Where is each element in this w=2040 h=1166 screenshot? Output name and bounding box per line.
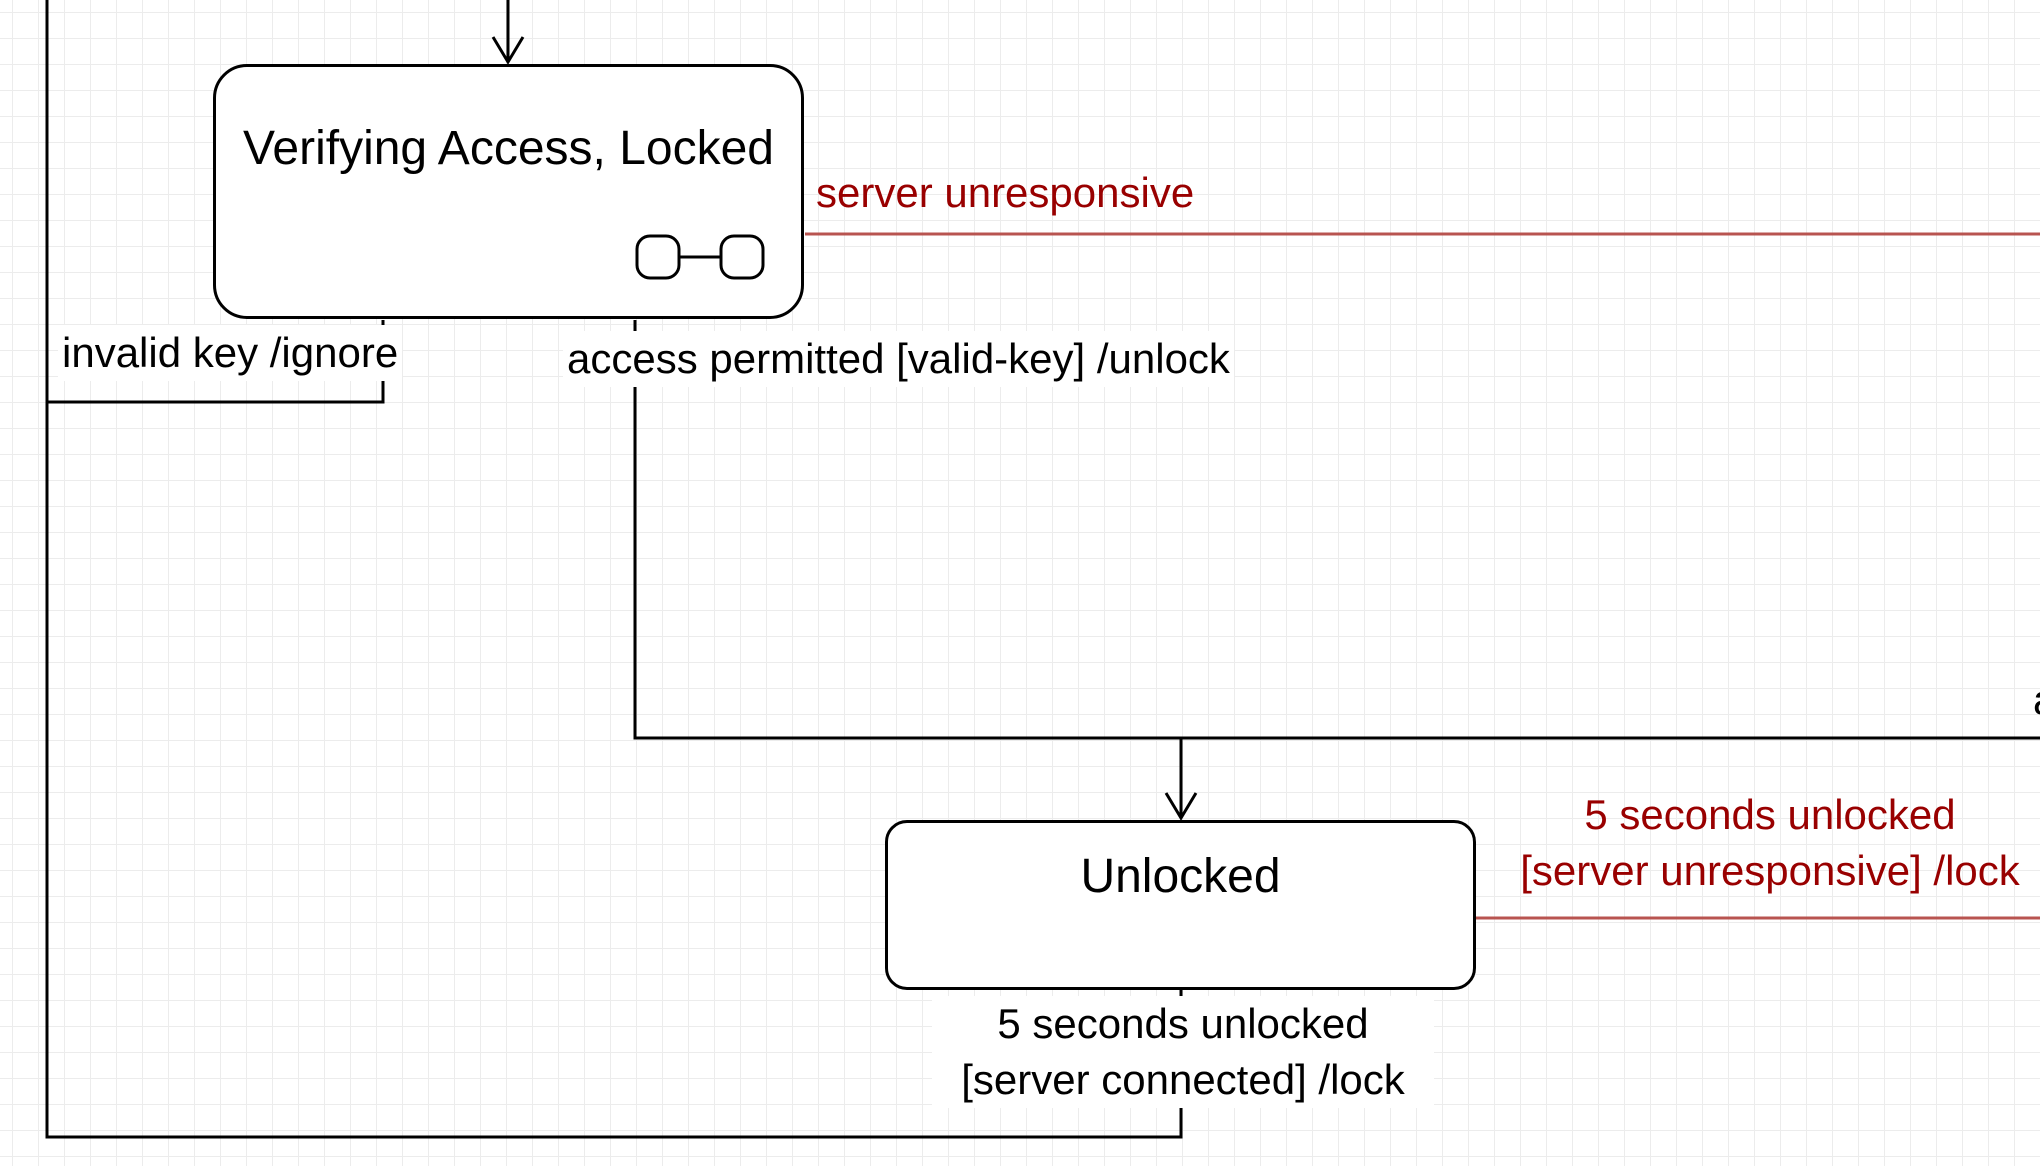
label-line: 5 seconds unlocked <box>997 1000 1369 1047</box>
transition-label-unlocked-server-connected: 5 seconds unlocked [server connected] /l… <box>932 996 1434 1108</box>
access-permitted-edge[interactable] <box>633 320 2040 740</box>
transition-label-access-permitted: access permitted [valid-key] /unlock <box>563 331 1234 387</box>
transition-label-unlocked-server-unresponsive: 5 seconds unlocked [server unresponsive]… <box>1486 787 2040 899</box>
state-unlocked[interactable]: Unlocked <box>885 820 1476 990</box>
incoming-arrowhead <box>491 36 525 65</box>
clipped-label-fragment: a <box>2033 676 2040 723</box>
label-line: [server connected] /lock <box>961 1056 1405 1103</box>
transition-label-server-unresponsive: server unresponsive <box>816 169 1195 216</box>
unlocked-entry-arrowhead <box>1164 792 1198 821</box>
state-verifying-access-locked[interactable]: Verifying Access, Locked <box>213 64 804 319</box>
composite-state-icon <box>635 234 765 280</box>
transition-label-invalid-key: invalid key /ignore <box>58 325 403 381</box>
state-title: Unlocked <box>1080 850 1281 903</box>
state-title: Verifying Access, Locked <box>243 122 774 175</box>
label-line: 5 seconds unlocked <box>1584 791 1956 838</box>
outer-loop-edge[interactable] <box>45 0 1183 1139</box>
label-line: [server unresponsive] /lock <box>1520 847 2020 894</box>
